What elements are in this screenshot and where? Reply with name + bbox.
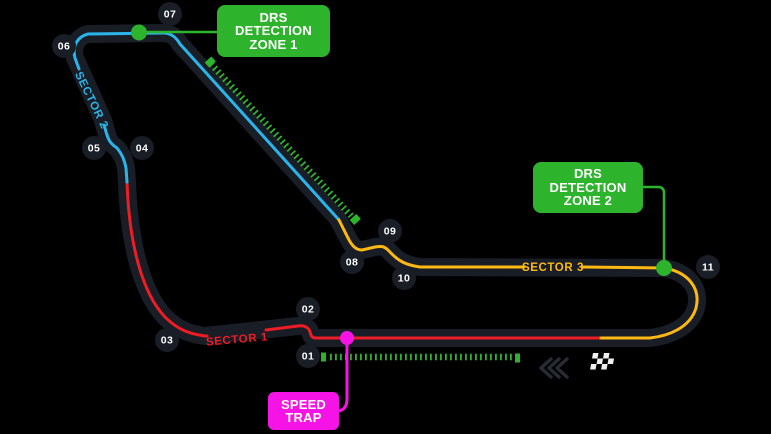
turn-marker-04: 04: [130, 136, 154, 160]
speed-trap-point: [340, 331, 354, 345]
turn-marker-05: 05: [82, 136, 106, 160]
drs-zone-1-label: DRS DETECTION ZONE 1: [217, 5, 330, 57]
turn-marker-09: 09: [378, 219, 402, 243]
turn-badge-number: 07: [164, 9, 176, 21]
turn-marker-11: 11: [696, 255, 720, 279]
finish-flag-icon: [590, 353, 615, 370]
sector1-line: [125, 180, 603, 340]
drs-zone-1-end-mark: [349, 213, 361, 226]
drs-zone-1-ticks: [208, 61, 358, 223]
turn-badge-circle: [696, 255, 720, 279]
turn-marker-08: 08: [340, 250, 364, 274]
turn-marker-06: 06: [52, 34, 76, 58]
drs-zone-1-markers: [204, 56, 361, 226]
turn-badge-number: 09: [384, 226, 396, 238]
turn-badge-number: 05: [88, 143, 100, 155]
turn-badge-number: 08: [346, 257, 358, 269]
turn-marker-03: 03: [155, 328, 179, 352]
drs2-detection-point: [656, 260, 672, 276]
turn-badge-circle: [158, 2, 182, 26]
turn-badge-circle: [52, 34, 76, 58]
turn-badge-number: 03: [161, 335, 173, 347]
drs-zone-1-line2: DETECTION: [235, 23, 312, 39]
speed-trap-connector-line: [338, 344, 349, 413]
turn-badge-circle: [340, 250, 364, 274]
sector1-label: SECTOR 1: [206, 331, 269, 348]
turn-marker-07: 07: [158, 2, 182, 26]
turn-badge-circle: [296, 297, 320, 321]
turn-badge-number: 11: [702, 262, 714, 274]
drs2-connector-line: [642, 185, 666, 261]
turn-badge-number: 02: [302, 304, 314, 316]
speed-trap-label: SPEED TRAP: [268, 392, 339, 430]
drs-zone-1-start-mark: [204, 56, 216, 68]
drs-zone-2-line1: DRS: [573, 166, 603, 182]
turn-badge-number: 10: [398, 273, 410, 285]
speed-trap-line2: TRAP: [285, 410, 322, 425]
drs-zone-1-line3: ZONE 1: [249, 36, 298, 52]
sector3-line: [337, 218, 699, 340]
drs-zone-2-line3: ZONE 2: [563, 193, 613, 209]
direction-chevrons-icon: [539, 357, 569, 379]
drs-zone-2-line2: DETECTION: [549, 179, 627, 195]
sector3-label: SECTOR 3: [522, 262, 584, 274]
turn-markers: 01 02 03 04 05 06: [52, 2, 720, 368]
turn-marker-02: 02: [296, 297, 320, 321]
drs-zone-2-markers: [321, 352, 520, 363]
turn-badge-circle: [378, 219, 402, 243]
turn-badge-circle: [392, 266, 416, 290]
turn-badge-number: 06: [58, 41, 70, 53]
turn-marker-10: 10: [392, 266, 416, 290]
speed-trap-line1: SPEED: [280, 396, 327, 412]
drs1-detection-point: [131, 24, 147, 41]
turn-badge-circle: [155, 328, 179, 352]
turn-marker-01: 01: [296, 344, 320, 368]
turn-badge-number: 01: [302, 351, 314, 363]
turn-badge-number: 04: [136, 143, 148, 155]
turn-badge-circle: [82, 136, 106, 160]
drs-zone-1-line1: DRS: [259, 9, 288, 25]
drs-zone-2-label: DRS DETECTION ZONE 2: [533, 162, 643, 213]
turn-badge-circle: [130, 136, 154, 160]
turn-badge-circle: [296, 344, 320, 368]
